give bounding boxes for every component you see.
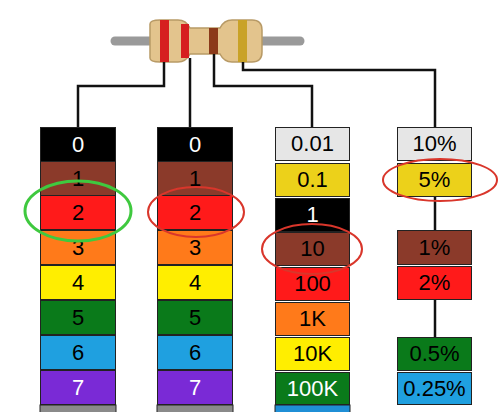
cell-value: 0 <box>189 134 201 156</box>
partial-cell <box>40 405 116 412</box>
color-code-cell: 3 <box>157 230 233 265</box>
color-code-cell: 5% <box>397 163 472 197</box>
leader-line <box>243 62 435 127</box>
cell-value: 3 <box>189 237 201 259</box>
color-code-cell: 0.5% <box>397 337 472 371</box>
color-code-cell: 0.25% <box>397 372 472 405</box>
color-code-cell: 2 <box>157 195 233 230</box>
color-code-cell: 1K <box>275 302 350 336</box>
color-code-cell: 4 <box>40 265 116 300</box>
leader-line <box>214 54 312 127</box>
cell-value: 1K <box>299 308 326 330</box>
color-code-cell: 7 <box>40 370 116 405</box>
cell-value: 0.1 <box>297 169 328 191</box>
cell-value: 0.01 <box>291 133 334 155</box>
color-code-cell: 0.1 <box>275 163 350 197</box>
cell-value: 1 <box>72 168 84 190</box>
cell-value: 2% <box>419 272 451 294</box>
cell-value: 3 <box>72 237 84 259</box>
cell-value: 0 <box>72 134 84 156</box>
cell-value: 10 <box>300 238 324 260</box>
leader-line <box>189 58 192 127</box>
color-code-cell: 4 <box>157 265 233 300</box>
color-code-cell: 10 <box>275 232 350 266</box>
resistor-body <box>150 20 262 62</box>
color-code-cell: 1 <box>275 198 350 232</box>
partial-cell <box>275 405 350 412</box>
cell-value: 1 <box>189 168 201 190</box>
color-code-cell: 1% <box>397 230 472 265</box>
color-code-cell: 6 <box>40 335 116 370</box>
leader-line <box>78 62 164 127</box>
highlight-oval <box>148 187 244 237</box>
highlight-oval <box>383 159 497 201</box>
cell-value: 10% <box>412 133 456 155</box>
color-code-cell: 10K <box>275 337 350 371</box>
cell-value: 0.25% <box>403 378 465 400</box>
cell-value: 5% <box>419 169 451 191</box>
color-code-cell: 100K <box>275 372 350 405</box>
cell-value: 5 <box>189 307 201 329</box>
color-code-cell: 0 <box>157 127 233 162</box>
cell-value: 2 <box>189 202 201 224</box>
cell-value: 7 <box>72 377 84 399</box>
color-code-cell: 1 <box>157 161 233 196</box>
color-band <box>209 28 218 54</box>
cell-value: 4 <box>189 272 201 294</box>
color-code-cell: 0.01 <box>275 127 350 161</box>
color-code-cell: 5 <box>157 300 233 335</box>
column-wire <box>434 197 437 230</box>
cell-value: 1 <box>306 204 318 226</box>
color-code-cell: 10% <box>397 127 472 161</box>
cell-value: 6 <box>189 342 201 364</box>
color-code-cell: 7 <box>157 370 233 405</box>
cell-value: 1% <box>419 237 451 259</box>
cell-value: 100K <box>287 378 338 400</box>
color-band <box>181 24 189 58</box>
color-code-cell: 6 <box>157 335 233 370</box>
highlight-oval <box>262 224 362 274</box>
color-code-cell: 100 <box>275 267 350 301</box>
color-code-cell: 5 <box>40 300 116 335</box>
cell-value: 7 <box>189 377 201 399</box>
cell-value: 2 <box>72 202 84 224</box>
cell-value: 0.5% <box>409 343 459 365</box>
color-code-cell: 0 <box>40 127 116 162</box>
column-wire <box>434 300 437 337</box>
color-code-cell: 2% <box>397 266 472 300</box>
color-band <box>160 20 169 62</box>
color-band <box>238 20 247 62</box>
cell-value: 10K <box>293 343 332 365</box>
highlight-oval <box>25 181 131 241</box>
color-code-cell: 2 <box>40 195 116 230</box>
color-code-cell: 3 <box>40 230 116 265</box>
partial-cell <box>157 405 233 412</box>
cell-value: 100 <box>294 273 331 295</box>
cell-value: 5 <box>72 307 84 329</box>
color-code-cell: 1 <box>40 161 116 196</box>
cell-value: 6 <box>72 342 84 364</box>
cell-value: 4 <box>72 272 84 294</box>
